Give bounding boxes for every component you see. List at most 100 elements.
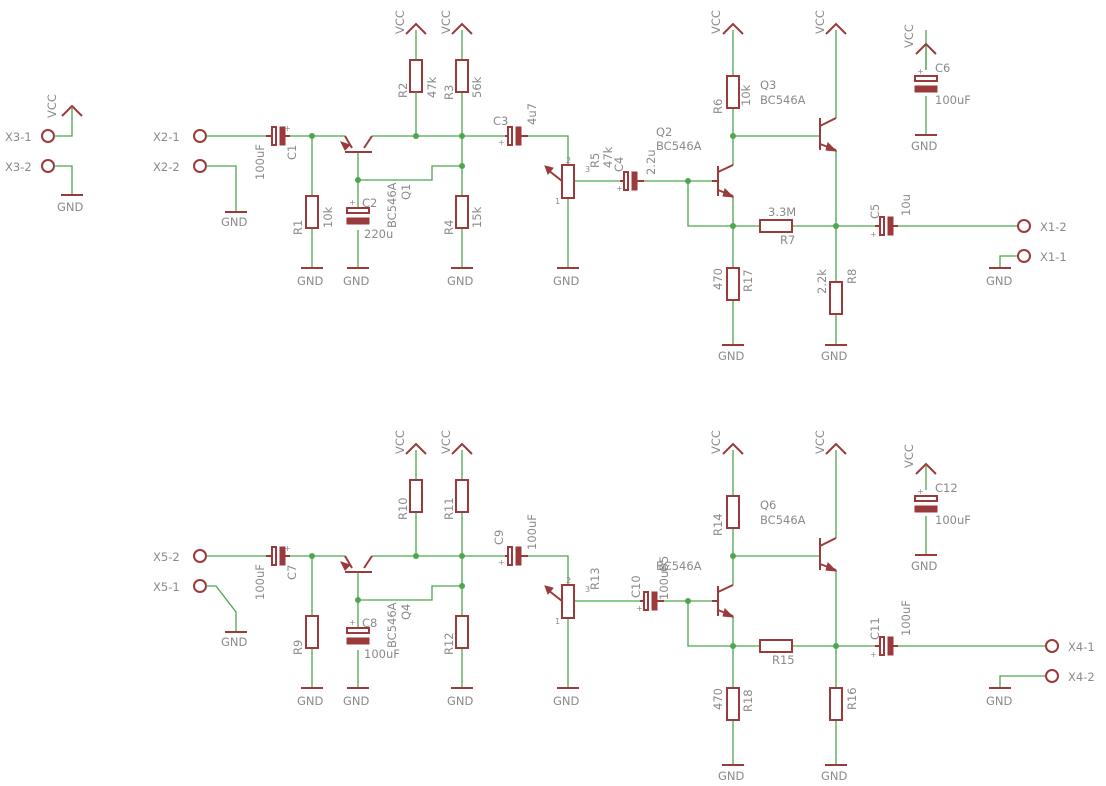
svg-text:10k: 10k [739, 84, 753, 106]
resistor-r10: R10 [396, 479, 423, 520]
svg-text:+: + [636, 604, 643, 613]
x1-1-pin [1017, 249, 1031, 263]
capacitor-c5: + C5 10u [868, 194, 913, 239]
svg-text:2.2k: 2.2k [815, 269, 829, 294]
x2-1-pin [193, 129, 207, 143]
svg-text:2: 2 [566, 156, 571, 165]
svg-text:GND: GND [718, 769, 745, 783]
svg-text:R6: R6 [711, 99, 725, 114]
svg-text:R3: R3 [442, 85, 456, 100]
connector-x3: X3-1 X3-2 VCC GND [5, 94, 84, 214]
svg-text:GND: GND [447, 694, 474, 708]
svg-text:2: 2 [566, 576, 571, 585]
svg-text:R4: R4 [442, 220, 456, 235]
svg-text:GND: GND [297, 694, 324, 708]
vcc-arrow-icon [915, 462, 937, 475]
svg-text:100uF: 100uF [657, 564, 671, 600]
svg-text:2.2u: 2.2u [644, 149, 658, 175]
vcc-arrow-icon [825, 442, 847, 455]
svg-text:VCC: VCC [902, 24, 916, 48]
capacitor-c7: + C7 100uF [253, 544, 299, 600]
svg-text:C9: C9 [492, 530, 506, 545]
x4-1-label: X4-1 [1068, 640, 1095, 654]
x4-2-pin [1045, 669, 1059, 683]
svg-text:GND: GND [343, 694, 370, 708]
svg-text:GND: GND [221, 215, 248, 229]
resistor-r1: R1 10k [291, 195, 335, 235]
capacitor-c12: + C12 100uF [914, 481, 971, 527]
transistor-q2: Q2 BC546A [656, 125, 735, 198]
vcc-arrow-icon [915, 42, 937, 55]
transistor-q5: Q5 BC546A [656, 556, 735, 618]
x4-2-label: X4-2 [1068, 670, 1095, 684]
svg-text:470: 470 [711, 688, 725, 710]
svg-text:+: + [917, 67, 924, 76]
vcc-arrow-icon [825, 22, 847, 35]
svg-text:GND: GND [221, 635, 248, 649]
svg-text:100uF: 100uF [935, 513, 971, 527]
transistor-q6: Q6 BC546A [760, 498, 838, 572]
vcc-arrow-icon [405, 442, 427, 455]
svg-text:R1: R1 [291, 220, 305, 235]
resistor-r6: R6 10k [711, 75, 753, 114]
svg-text:R10: R10 [396, 497, 410, 520]
svg-text:GND: GND [297, 274, 324, 288]
svg-text:R18: R18 [741, 689, 755, 712]
svg-text:+: + [284, 124, 291, 133]
capacitor-c8: + C8 100uF [346, 616, 400, 661]
svg-text:+: + [616, 184, 623, 193]
capacitor-c6: + C6 100uF [914, 61, 971, 107]
svg-text:GND: GND [986, 694, 1013, 708]
svg-text:Q6: Q6 [760, 498, 776, 512]
svg-text:C6: C6 [935, 61, 950, 75]
vcc-arrow-icon [61, 104, 83, 117]
capacitor-c2: + C2 220u [346, 196, 393, 241]
svg-text:100uF: 100uF [899, 600, 913, 636]
svg-text:VCC: VCC [709, 10, 723, 34]
capacitor-c4: + C4 2.2u [612, 149, 658, 193]
resistor-r4: R4 15k [442, 195, 484, 235]
resistor-r2: R2 47k [396, 59, 439, 100]
svg-text:R17: R17 [741, 269, 755, 292]
svg-text:VCC: VCC [813, 430, 827, 454]
svg-text:+: + [284, 544, 291, 553]
svg-text:100uF: 100uF [364, 647, 400, 661]
svg-text:Q4: Q4 [399, 604, 413, 620]
resistor-r16: R16 [829, 687, 859, 721]
svg-text:VCC: VCC [393, 10, 407, 34]
svg-text:GND: GND [553, 694, 580, 708]
capacitor-c10: + C10 100uF [629, 564, 671, 613]
svg-text:BC546A: BC546A [385, 602, 399, 648]
svg-text:VCC: VCC [439, 10, 453, 34]
x1-2-pin [1017, 219, 1031, 233]
gnd-label: GND [57, 200, 84, 214]
svg-text:VCC: VCC [709, 430, 723, 454]
svg-text:4u7: 4u7 [525, 103, 539, 125]
x3-1-label: X3-1 [5, 130, 32, 144]
svg-text:VCC: VCC [813, 10, 827, 34]
svg-text:GND: GND [343, 274, 370, 288]
svg-text:47k: 47k [601, 146, 615, 168]
svg-text:Q2: Q2 [656, 125, 672, 139]
top-amplifier: X2-1 X2-2 GND VCC VCC VCC VCC VCC [153, 10, 1067, 363]
svg-text:VCC: VCC [902, 444, 916, 468]
svg-text:R2: R2 [396, 83, 410, 98]
svg-text:GND: GND [911, 139, 938, 153]
svg-text:C8: C8 [362, 616, 377, 630]
capacitor-c3: + C3 4u7 [493, 103, 539, 147]
transistor-q1: BC546A Q1 [340, 135, 413, 228]
svg-text:C11: C11 [868, 617, 882, 640]
svg-text:R14: R14 [711, 513, 725, 536]
resistor-r12: R12 [442, 615, 469, 655]
resistor-r9: R9 [291, 615, 319, 655]
svg-text:VCC: VCC [393, 430, 407, 454]
svg-text:GND: GND [911, 559, 938, 573]
svg-text:1: 1 [555, 617, 560, 626]
x2-2-pin [193, 159, 207, 173]
svg-text:Q5: Q5 [657, 556, 671, 572]
svg-text:100uF: 100uF [935, 93, 971, 107]
vcc-arrow-icon [451, 442, 473, 455]
svg-text:R8: R8 [845, 269, 859, 284]
bottom-amplifier: X5-2 X5-1 GND VCC VCC VCC VCC VCC [153, 430, 1095, 783]
